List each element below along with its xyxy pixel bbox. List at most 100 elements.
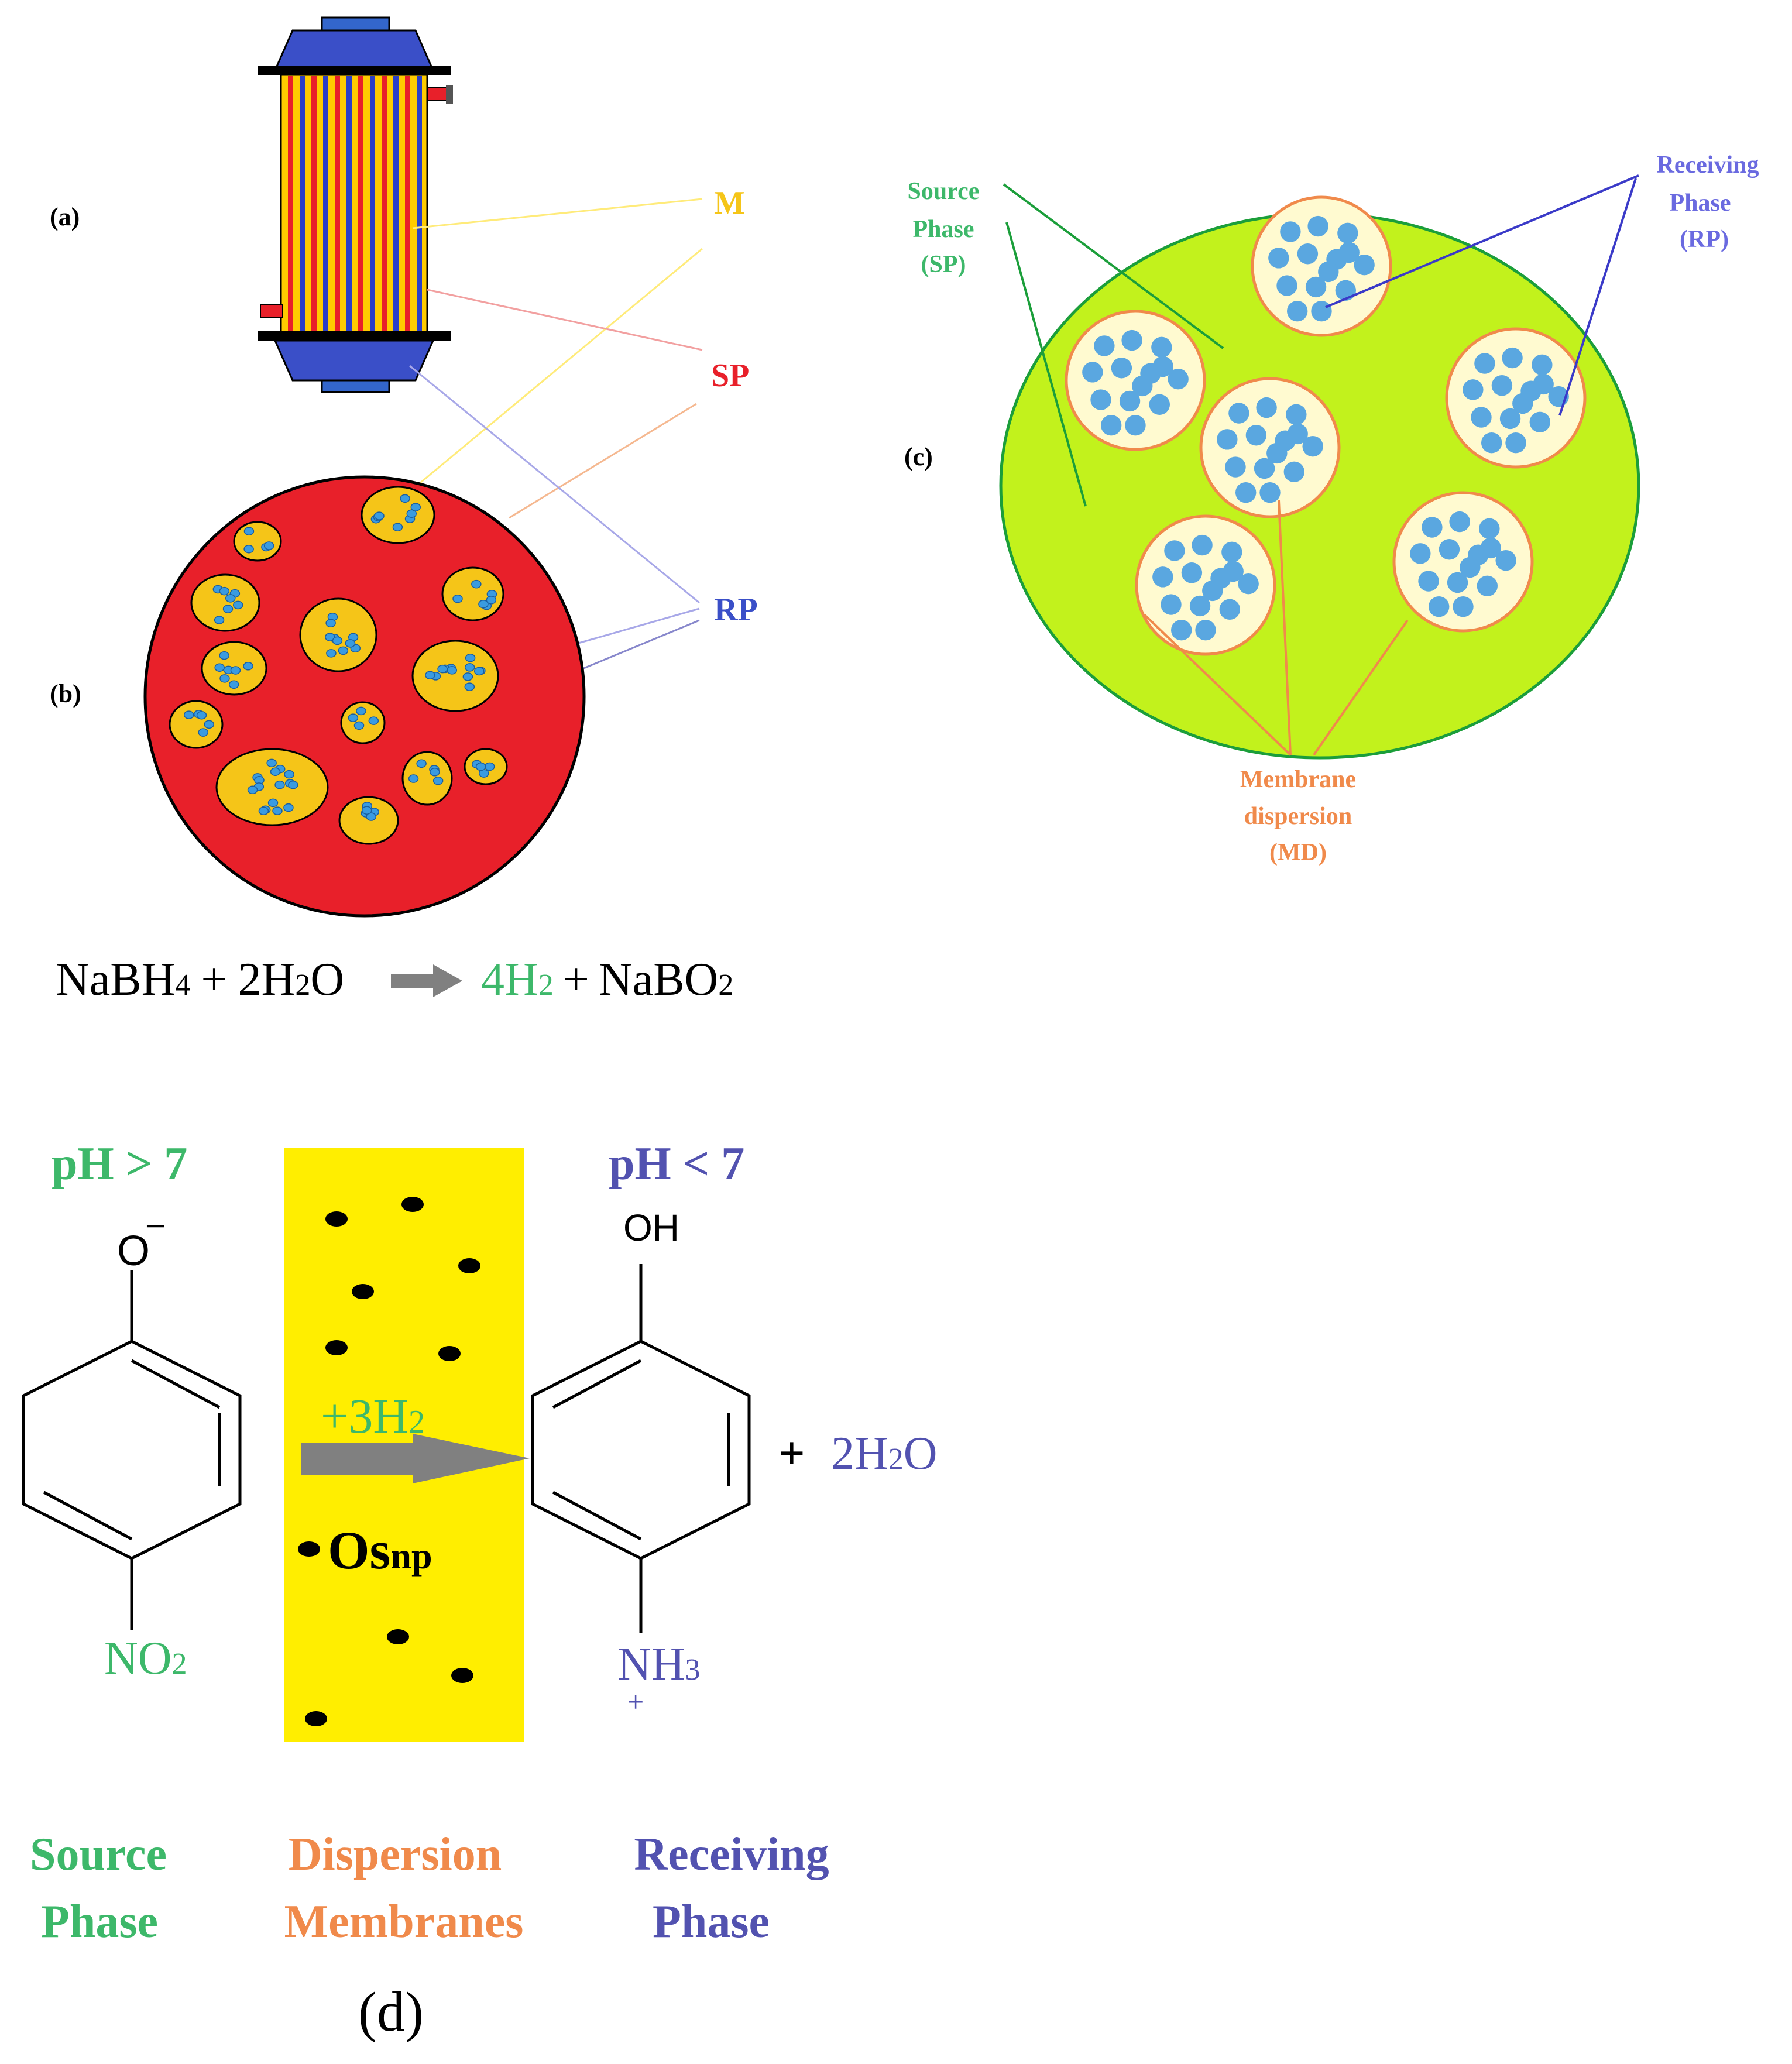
receiving-microdroplet <box>288 780 298 789</box>
receiving-microdroplet <box>272 806 283 815</box>
emulsion-droplet <box>169 700 224 749</box>
receiving-microdroplet <box>1082 362 1103 383</box>
receiving-microdroplet <box>348 713 359 722</box>
receiving-microdroplet <box>1481 432 1502 454</box>
panel-c-label: (c) <box>904 442 933 471</box>
osmium-nanoparticle <box>458 1258 480 1273</box>
receiving-microdroplet <box>1474 353 1495 374</box>
receiving-microdroplet <box>473 667 485 676</box>
receiving-microdroplet <box>1161 594 1182 615</box>
receiving-microdroplet <box>1447 572 1468 593</box>
eq-water-pre: 2H <box>238 954 296 1005</box>
receiving-microdroplet <box>478 599 489 609</box>
d-water-post: O <box>904 1428 938 1479</box>
panel-d-label: (d) <box>358 1980 424 2043</box>
receiving-microdroplet <box>465 653 476 662</box>
receiving-microdroplet <box>332 636 343 645</box>
eq-nabo-pre: NaBO <box>599 954 718 1005</box>
leader-m-module <box>412 198 703 229</box>
d-catalyst-pre: Os <box>328 1520 390 1580</box>
receiving-microdroplet <box>1181 562 1203 583</box>
receiving-microdroplet <box>1502 347 1523 369</box>
d-right-ring <box>531 1340 751 1560</box>
d-amine-pre: NH <box>617 1639 685 1690</box>
module-bottom-cap <box>273 339 435 382</box>
d-plus: + <box>778 1428 805 1479</box>
c-receiving-line2: Phase <box>1670 190 1731 217</box>
emulsion-droplet <box>411 640 499 712</box>
label-sp: SP <box>711 358 749 394</box>
receiving-microdroplet <box>1101 415 1122 436</box>
d-dispersion-line2: Membranes <box>284 1896 524 1948</box>
receiving-microdroplet <box>471 579 482 589</box>
receiving-microdroplet <box>464 682 475 691</box>
receiving-microdroplet <box>1460 557 1481 578</box>
emulsion-droplet <box>401 751 453 806</box>
d-catalyst-sub: np <box>390 1535 432 1577</box>
receiving-microdroplet <box>406 509 417 518</box>
receiving-microdroplet <box>1245 425 1267 446</box>
receiving-microdroplet <box>1338 242 1360 263</box>
osmium-nanoparticle <box>352 1284 374 1299</box>
osmium-nanoparticle <box>298 1541 320 1557</box>
receiving-microdroplet <box>247 785 258 795</box>
receiving-microdroplet <box>1152 566 1173 588</box>
eq-nabh-sub: 4 <box>175 969 190 1002</box>
d-reaction-arrow <box>301 1434 530 1483</box>
receiving-microdroplet <box>1152 356 1173 377</box>
receiving-microdroplet <box>1164 540 1185 561</box>
receiving-microdroplet <box>1410 543 1431 564</box>
eq-plus1: + <box>201 954 227 1005</box>
receiving-microdroplet <box>1302 435 1323 457</box>
module-top-plate <box>258 66 451 75</box>
receiving-microdroplet <box>225 594 236 603</box>
c-source-phase-label: Source Phase (SP) <box>908 178 980 278</box>
eq-nabo-sub: 2 <box>718 969 733 1002</box>
leader-rp-module <box>409 365 700 604</box>
d-catalyst-label: Osnp <box>328 1520 432 1580</box>
receiving-microdroplet <box>1195 620 1216 641</box>
eq-water-sub: 2 <box>295 969 310 1002</box>
receiving-microdroplet <box>1192 534 1213 556</box>
d-phase-labels: Source Phase Dispersion Membranes Receiv… <box>30 1829 829 1948</box>
leader-md-1 <box>1143 613 1292 756</box>
module-fiber <box>370 76 375 331</box>
receiving-microdroplet <box>1266 442 1288 464</box>
receiving-microdroplet <box>204 720 214 729</box>
osmium-nanoparticle <box>401 1197 424 1212</box>
receiving-microdroplet <box>1121 329 1142 351</box>
receiving-microdroplet <box>462 672 473 681</box>
emulsion-droplet <box>338 796 399 845</box>
receiving-microdroplet <box>425 671 435 680</box>
receiving-microdroplet <box>464 663 475 672</box>
receiving-microdroplet <box>1311 301 1332 322</box>
receiving-microdroplet <box>486 596 497 605</box>
eq-nabh: NaBH <box>56 954 175 1005</box>
receiving-microdroplet <box>1512 393 1533 414</box>
receiving-microdroplet <box>219 651 229 660</box>
d-amine-sub: 3 <box>685 1653 701 1687</box>
receiving-microdroplet <box>1151 336 1172 358</box>
receiving-microdroplet <box>232 600 243 610</box>
d-aminophenol <box>531 1264 751 1633</box>
module-fiber <box>323 76 328 331</box>
d-amine-charge: + <box>627 1685 644 1718</box>
d-hydrogen-label: +3H2 <box>321 1389 425 1444</box>
module-bottom-flange <box>321 379 390 393</box>
receiving-microdroplet <box>1223 561 1244 582</box>
module-fiber <box>382 76 387 331</box>
d-amine-group: NH3 <box>617 1639 701 1690</box>
emulsion-droplet <box>361 486 435 544</box>
emulsion-droplet <box>299 597 377 672</box>
d-left-ring <box>22 1340 242 1560</box>
receiving-microdroplet <box>258 806 269 816</box>
receiving-microdroplet <box>243 527 255 535</box>
receiving-microdroplet <box>338 646 349 655</box>
d-dispersion-line1: Dispersion <box>289 1829 502 1880</box>
receiving-microdroplet <box>198 728 208 737</box>
receiving-microdroplet <box>432 776 444 785</box>
receiving-microdroplet <box>1354 254 1375 276</box>
receiving-microdroplet <box>1168 368 1189 390</box>
receiving-microdroplet <box>410 503 421 511</box>
